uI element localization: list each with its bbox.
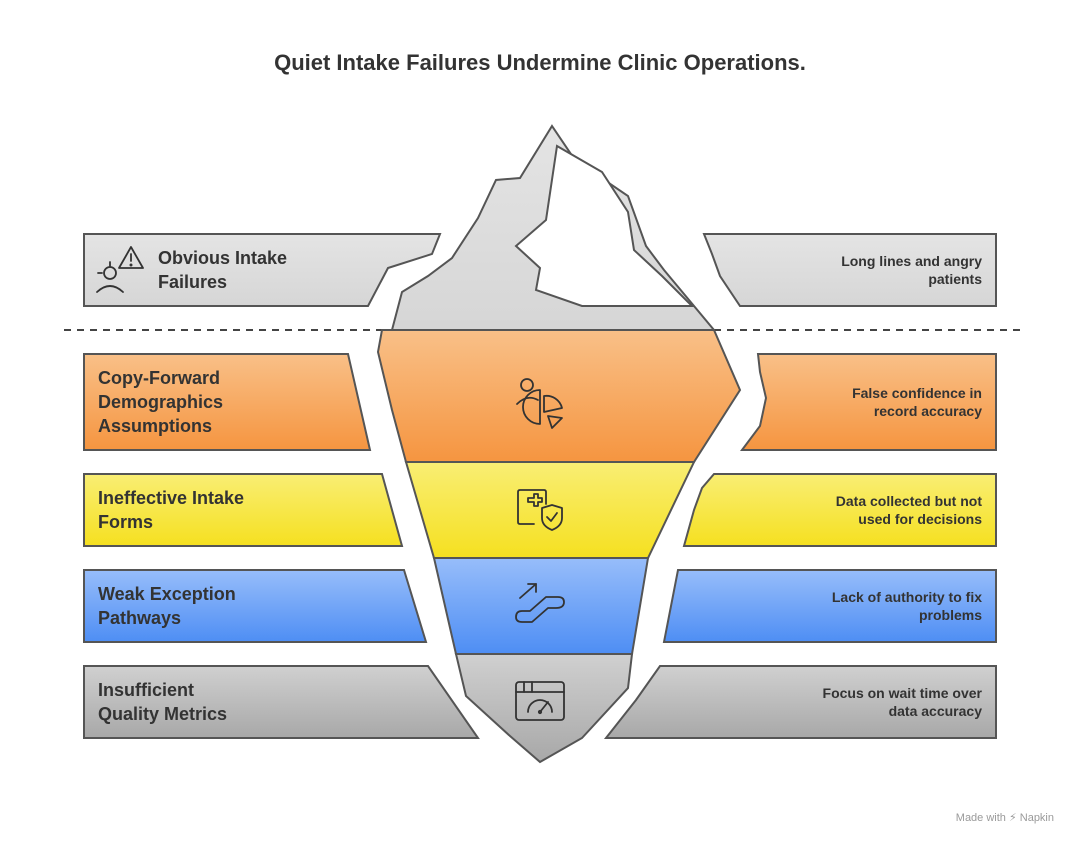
row-2-description: False confidence in record accuracy xyxy=(852,385,982,419)
diagram-title: Quiet Intake Failures Undermine Clinic O… xyxy=(274,50,806,75)
iceberg-layer-4 xyxy=(432,557,650,655)
row-2-left-panel xyxy=(83,353,372,451)
person-warning-icon xyxy=(96,246,144,293)
iceberg-snow xyxy=(514,144,695,307)
row-1-description: Long lines and angry patients xyxy=(841,253,982,287)
iceberg-layer-3 xyxy=(404,461,696,559)
row-1-right-panel xyxy=(702,233,997,307)
row-4-right-panel xyxy=(662,569,997,643)
row-3-description: Data collected but not used for decision… xyxy=(835,493,982,527)
row-5-label: Insufficient Quality Metrics xyxy=(98,680,228,724)
row-4-left-panel xyxy=(83,569,428,643)
row-5-left-panel xyxy=(83,665,480,739)
row-5-description: Focus on wait time over data accuracy xyxy=(822,685,982,719)
row-5-right-panel xyxy=(603,665,997,739)
row-4-label: Weak Exception Pathways xyxy=(98,584,236,628)
row-1-left-panel xyxy=(83,233,442,307)
row-4-description: Lack of authority to fix problems xyxy=(831,589,982,623)
row-2-label: Copy-Forward Demographics Assumptions xyxy=(98,368,224,436)
row-2-right-panel xyxy=(740,353,997,451)
escalator-icon xyxy=(515,583,565,623)
dashboard-gauge-icon xyxy=(515,681,565,721)
iceberg-layer-2 xyxy=(376,329,742,463)
row-1-label: Obvious Intake Failures xyxy=(158,248,288,292)
row-3-right-panel xyxy=(682,473,997,547)
row-3-label: Ineffective Intake Forms xyxy=(98,488,245,532)
napkin-credit: Made with ⚡ Napkin xyxy=(955,812,1054,824)
medical-form-shield-icon xyxy=(517,489,563,531)
row-3-left-panel xyxy=(83,473,404,547)
person-pie-chart-icon xyxy=(516,378,563,429)
